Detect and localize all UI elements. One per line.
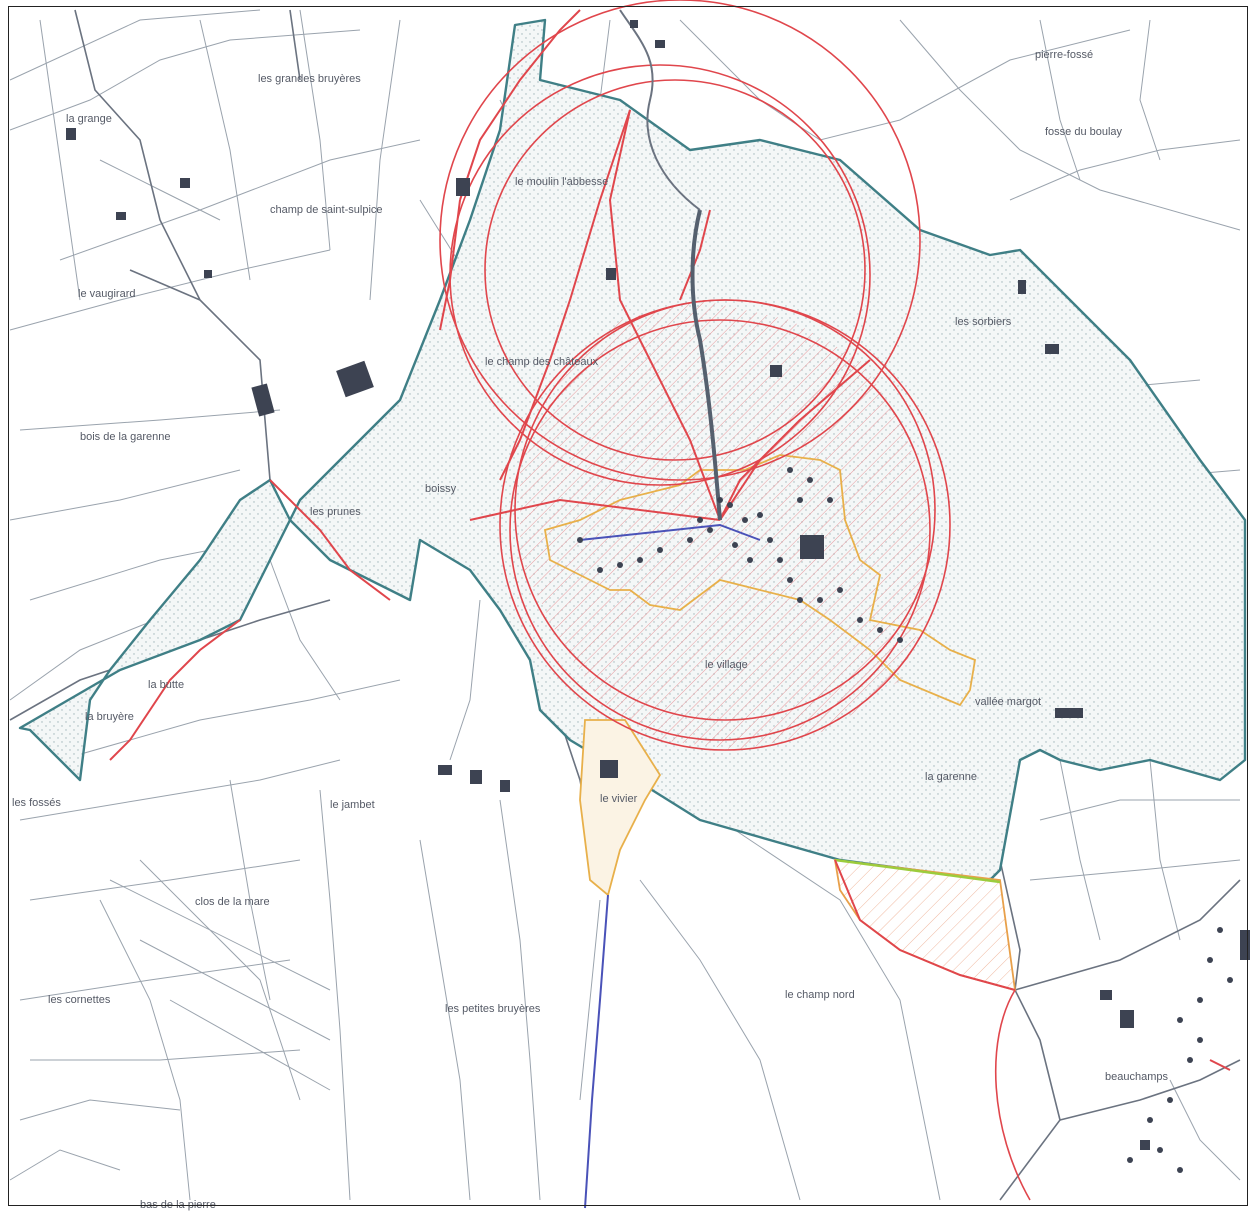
label-vaugirard: le vaugirard — [78, 288, 135, 300]
red-routes — [109, 9, 1231, 1071]
blue-road — [579, 523, 761, 1209]
label-le-village: le village — [705, 659, 748, 671]
green-edge — [834, 858, 1001, 884]
label-champ-chateaux: le champ des châteaux — [485, 356, 599, 368]
label-les-cornettes: les cornettes — [48, 994, 111, 1006]
label-boulay: fosse du boulay — [1045, 126, 1123, 138]
label-les-fosses: les fossés — [12, 797, 61, 809]
label-la-grange: la grange — [66, 113, 112, 125]
label-bas-pierre: bas de la pierre — [140, 1199, 216, 1211]
label-petites-bruyeres: les petites bruyères — [445, 1003, 541, 1015]
radius-circles — [439, 0, 1031, 1201]
label-la-butte: la butte — [148, 679, 184, 691]
main-road — [690, 209, 722, 521]
label-grandes-bruyeres: les grandes bruyères — [258, 73, 361, 85]
label-bois-garenne: bois de la garenne — [80, 431, 171, 443]
label-champ-saint-sulpice: champ de saint-sulpice — [270, 204, 383, 216]
label-la-garenne: la garenne — [925, 771, 977, 783]
label-les-prunes: les prunes — [310, 506, 361, 518]
label-vallee-margot: vallée margot — [975, 696, 1041, 708]
road-north — [619, 9, 701, 211]
label-champ-nord: le champ nord — [785, 989, 855, 1001]
buildings — [66, 20, 1250, 1150]
label-beauchamps: beauchamps — [1105, 1071, 1168, 1083]
label-le-vivier: le vivier — [600, 793, 638, 805]
label-moulin-labbesse: le moulin l'abbesse — [515, 176, 608, 188]
label-la-bruyere: la bruyère — [85, 711, 134, 723]
label-les-sorbiers: les sorbiers — [955, 316, 1012, 328]
label-pierre-fosse: pierre-fossé — [1035, 49, 1093, 61]
label-le-jambet: le jambet — [330, 799, 375, 811]
place-labels: les grandes bruyères champ de saint-sulp… — [12, 49, 1168, 1211]
urban-hatched-zone — [520, 300, 930, 750]
label-clos-de-la-mare: clos de la mare — [195, 896, 270, 908]
label-boissy: boissy — [425, 483, 457, 495]
village-houses — [577, 467, 1233, 1173]
